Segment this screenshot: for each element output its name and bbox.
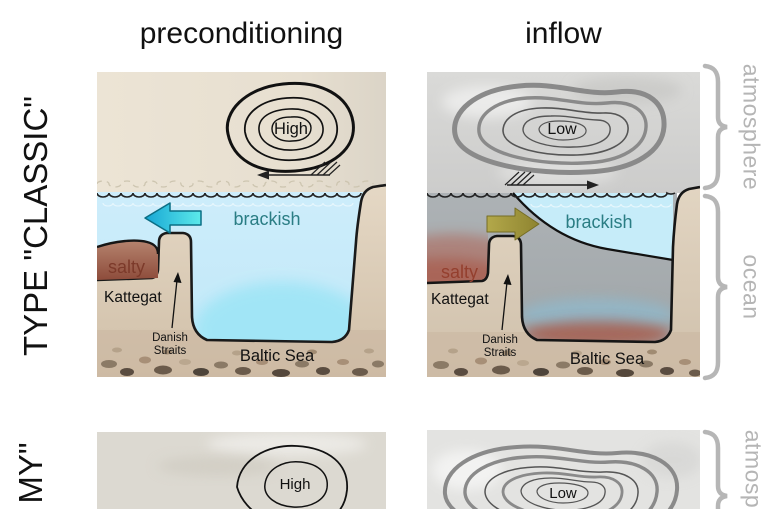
svg-text:Danish: Danish xyxy=(482,334,518,346)
brackish-wedge xyxy=(512,192,674,262)
seafloor-outline xyxy=(97,183,386,344)
svg-text:Straits: Straits xyxy=(484,347,517,359)
brackish-label: brackish xyxy=(233,209,300,229)
kattegat-salty-blur xyxy=(427,234,488,285)
secondary-wave-line xyxy=(102,202,354,207)
danish-straits-pointer-arrow xyxy=(171,272,182,329)
low-pressure-label: Low xyxy=(547,121,577,138)
wind-arrow-left-icon xyxy=(257,161,341,180)
panel-row2-preconditioning-partial: High xyxy=(97,432,386,509)
high-pressure-label: High xyxy=(274,120,308,138)
ocean-brace xyxy=(702,193,728,381)
danish-straits-label: Danish Straits xyxy=(152,332,188,357)
atmosphere-brace xyxy=(702,63,728,191)
atmosphere-label: atmosphere xyxy=(738,63,765,191)
salty-label: salty xyxy=(108,257,145,277)
wind-arrow-right-icon xyxy=(504,171,599,190)
danish-straits-pointer-arrow xyxy=(501,274,512,331)
atmosphere-beige xyxy=(97,72,386,193)
danish-straits-label: Danish Straits xyxy=(482,334,518,359)
panel-row2-inflow-partial: Low xyxy=(427,430,700,509)
salty-water-wedge xyxy=(97,239,160,280)
baltic-sea-label: Baltic Sea xyxy=(570,350,645,368)
seabed-land xyxy=(427,185,700,377)
svg-text:Straits: Straits xyxy=(154,345,187,357)
cloud-mottling xyxy=(432,450,502,490)
column-title-preconditioning: preconditioning xyxy=(139,17,344,50)
kattegat-label: Kattegat xyxy=(104,289,162,306)
svg-text:Danish: Danish xyxy=(152,332,188,344)
low-pressure-contours xyxy=(452,82,667,175)
panel-classic-inflow: Low brackish salty Kattegat Danish Strai… xyxy=(427,72,700,377)
panel-classic-preconditioning: High brackish salty Kattegat Danish Stra… xyxy=(97,72,386,377)
kattegat-label: Kattegat xyxy=(431,291,489,308)
high-pressure-label: High xyxy=(280,476,311,493)
seafloor-outline xyxy=(427,185,700,344)
sea-surface-wave-line xyxy=(427,191,676,198)
atmosphere-label-row2: atmosphere xyxy=(740,429,767,509)
sea-surface-wave-line xyxy=(97,192,362,198)
salty-label: salty xyxy=(441,262,478,282)
cloud-mottling-2 xyxy=(157,456,277,476)
row-label-type-classic: TYPE "CLASSIC" xyxy=(17,95,54,357)
atmosphere-brace-row2 xyxy=(702,429,728,509)
brackish-label: brackish xyxy=(565,212,632,232)
side-braces xyxy=(702,63,728,509)
dashed-air-sea-line xyxy=(97,180,374,188)
high-pressure-contours xyxy=(225,81,355,173)
column-title-inflow: inflow xyxy=(525,17,602,50)
high-pressure-contours xyxy=(236,445,348,509)
low-pressure-contours xyxy=(442,444,680,509)
row-label-second-row-partial: MY" xyxy=(12,442,49,504)
surface-outflow-arrow-icon xyxy=(144,202,202,234)
cloud-mottling xyxy=(207,432,367,456)
baltic-sea-label: Baltic Sea xyxy=(240,347,315,365)
cloud-mottling-2 xyxy=(642,442,700,478)
low-pressure-label: Low xyxy=(549,485,577,502)
inflow-arrow-icon xyxy=(486,207,540,241)
ocean-label: ocean xyxy=(738,254,765,320)
